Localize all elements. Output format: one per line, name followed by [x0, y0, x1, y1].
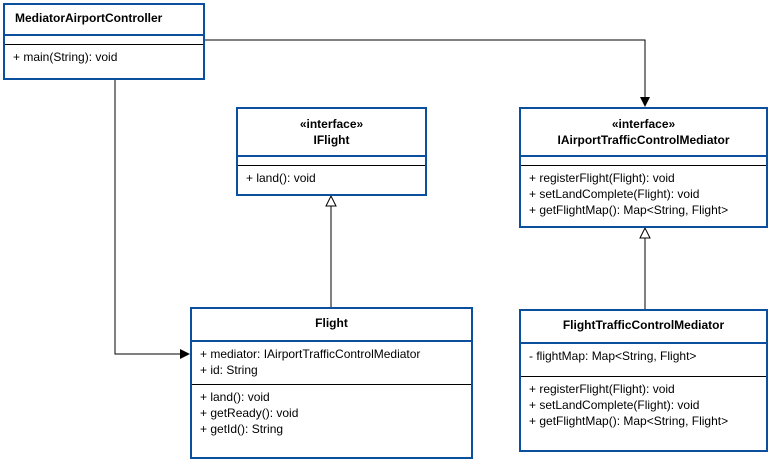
attributes-compartment	[5, 36, 203, 44]
class-name: «interface» IFlight	[238, 109, 425, 157]
edge-controller-to-mediator-interface	[205, 39, 650, 107]
class-name-text: IFlight	[313, 133, 350, 147]
operation: + getId(): String	[200, 422, 284, 436]
interface-iflight[interactable]: «interface» IFlight + land(): void	[236, 107, 427, 196]
stereotype-label: «interface»	[611, 117, 676, 131]
operation: + registerFlight(Flight): void	[529, 382, 675, 396]
operation: + setLandComplete(Flight): void	[529, 187, 700, 201]
attribute: + id: String	[200, 363, 258, 377]
operations-compartment: + land(): void + getReady(): void + getI…	[192, 384, 471, 441]
class-name-text: IAirportTrafficControlMediator	[557, 133, 730, 147]
stereotype-label: «interface»	[299, 117, 364, 131]
operation: + getFlightMap(): Map<String, Flight>	[529, 414, 729, 428]
class-name: Flight	[192, 309, 471, 342]
attribute: + mediator: IAirportTrafficControlMediat…	[200, 347, 421, 361]
operation: + registerFlight(Flight): void	[529, 171, 675, 185]
attributes-compartment	[521, 157, 766, 165]
attribute: - flightMap: Map<String, Flight>	[529, 349, 697, 363]
operations-compartment: + main(String): void	[5, 44, 203, 69]
operations-compartment: + registerFlight(Flight): void + setLand…	[521, 376, 766, 433]
operation: + getFlightMap(): Map<String, Flight>	[529, 203, 729, 217]
attributes-compartment: + mediator: IAirportTrafficControlMediat…	[192, 342, 471, 384]
operation: + getReady(): void	[200, 406, 299, 420]
edge-controller-to-flight	[114, 80, 190, 359]
operation: + land(): void	[200, 390, 270, 404]
class-mediator-airport-controller[interactable]: MediatorAirportController + main(String)…	[3, 3, 205, 80]
operation: + main(String): void	[13, 50, 118, 64]
operation: + setLandComplete(Flight): void	[529, 398, 700, 412]
interface-iairport-traffic-control-mediator[interactable]: «interface» IAirportTrafficControlMediat…	[519, 107, 768, 228]
attributes-compartment: - flightMap: Map<String, Flight>	[521, 344, 766, 376]
class-name-text: MediatorAirportController	[15, 11, 163, 25]
class-name: FlightTrafficControlMediator	[521, 311, 766, 344]
operations-compartment: + registerFlight(Flight): void + setLand…	[521, 165, 766, 222]
class-flight[interactable]: Flight + mediator: IAirportTrafficContro…	[190, 307, 473, 459]
class-name-text: FlightTrafficControlMediator	[562, 318, 725, 332]
attributes-compartment	[238, 157, 425, 165]
operations-compartment: + land(): void	[238, 165, 425, 190]
operation: + land(): void	[246, 171, 316, 185]
class-name: MediatorAirportController	[5, 5, 203, 36]
class-name: «interface» IAirportTrafficControlMediat…	[521, 109, 766, 157]
class-name-text: Flight	[315, 316, 348, 330]
class-flight-traffic-control-mediator[interactable]: FlightTrafficControlMediator - flightMap…	[519, 309, 768, 452]
